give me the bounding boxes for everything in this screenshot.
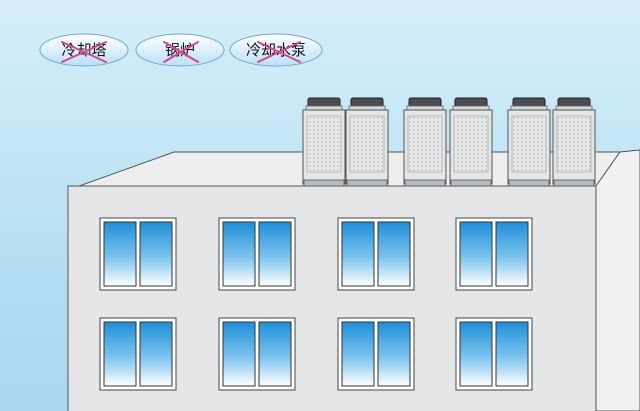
- unit-grille: [349, 115, 385, 173]
- unit-base: [553, 179, 595, 187]
- unit-grille: [306, 115, 342, 173]
- window-pane: [495, 321, 529, 387]
- outdoor-unit: [403, 97, 447, 187]
- window-pane: [222, 221, 256, 287]
- unit-base: [303, 179, 345, 187]
- unit-top-cap: [406, 105, 444, 111]
- outdoor-unit: [552, 97, 596, 187]
- window-pane: [258, 221, 292, 287]
- window-pane: [341, 321, 375, 387]
- building: [67, 149, 640, 411]
- bubble-cooling-water-pump: 冷却水泵: [229, 33, 323, 67]
- window-pane: [103, 221, 137, 287]
- unit-grille: [556, 115, 592, 173]
- window-pane: [139, 321, 173, 387]
- window-pane: [341, 221, 375, 287]
- unit-top-cap: [305, 105, 343, 111]
- window-pane: [459, 321, 493, 387]
- building-side-wall: [595, 149, 640, 411]
- window: [218, 217, 296, 291]
- window-pane: [459, 221, 493, 287]
- unit-grille: [453, 115, 489, 173]
- unit-top-cap: [555, 105, 593, 111]
- unit-grille: [407, 115, 443, 173]
- cross-mark-icon: [61, 41, 107, 63]
- bubble-boiler: 锅炉: [135, 33, 225, 67]
- unit-base: [404, 179, 446, 187]
- window: [337, 317, 415, 391]
- unit-grille: [511, 115, 547, 173]
- crossed-out-equipment: 冷却塔 锅炉 冷却水泵: [39, 33, 323, 67]
- window: [218, 317, 296, 391]
- window-pane: [495, 221, 529, 287]
- window: [455, 217, 533, 291]
- outdoor-unit: [507, 97, 551, 187]
- rooftop-outdoor-units: [302, 97, 596, 187]
- cross-mark-icon: [257, 41, 301, 63]
- bubble-label: 冷却塔: [61, 41, 106, 59]
- bubble-cooling-tower: 冷却塔: [39, 33, 129, 67]
- window: [99, 217, 177, 291]
- outdoor-unit: [345, 97, 389, 187]
- bubble-label: 锅炉: [165, 41, 195, 59]
- window-pane: [222, 321, 256, 387]
- window-pane: [377, 321, 411, 387]
- unit-top-cap: [452, 105, 490, 111]
- unit-base: [346, 179, 388, 187]
- unit-base: [508, 179, 550, 187]
- unit-top-cap: [348, 105, 386, 111]
- window-pane: [139, 221, 173, 287]
- windows: [99, 217, 533, 391]
- window-pane: [103, 321, 137, 387]
- window: [455, 317, 533, 391]
- window: [99, 317, 177, 391]
- cross-mark-icon: [163, 41, 199, 63]
- unit-base: [450, 179, 492, 187]
- outdoor-unit: [302, 97, 346, 187]
- window: [337, 217, 415, 291]
- outdoor-unit: [449, 97, 493, 187]
- window-pane: [377, 221, 411, 287]
- window-pane: [258, 321, 292, 387]
- unit-top-cap: [510, 105, 548, 111]
